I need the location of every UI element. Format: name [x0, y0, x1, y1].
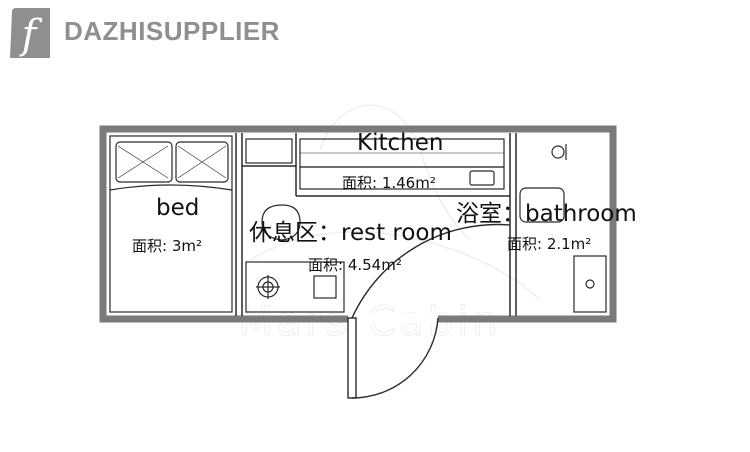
door-swing — [347, 223, 511, 399]
interior-walls — [235, 133, 517, 316]
bathroom-fixtures — [519, 144, 607, 313]
bathroom-area: 面积: 2.1m² — [507, 235, 592, 253]
rest-room-label: 休息区：rest room — [249, 220, 452, 246]
kitchen-area: 面积: 1.46m² — [342, 174, 436, 192]
door-opening — [348, 313, 438, 323]
bed-label: bed — [156, 195, 200, 221]
stove-table — [245, 261, 345, 313]
brand-logo-icon: f — [8, 6, 54, 60]
rest-room-area: 面积: 4.54m² — [308, 256, 402, 274]
bed-furniture — [109, 135, 233, 313]
bathroom-label: 浴室：bathroom — [456, 201, 637, 227]
kitchen-counter — [299, 138, 505, 190]
bed-area: 面积: 3m² — [132, 237, 202, 255]
chair — [261, 204, 301, 241]
kitchen-label: Kitchen — [357, 130, 444, 156]
brand-name: DAZHISUPPLIER — [64, 16, 280, 46]
wardrobe — [245, 138, 293, 164]
